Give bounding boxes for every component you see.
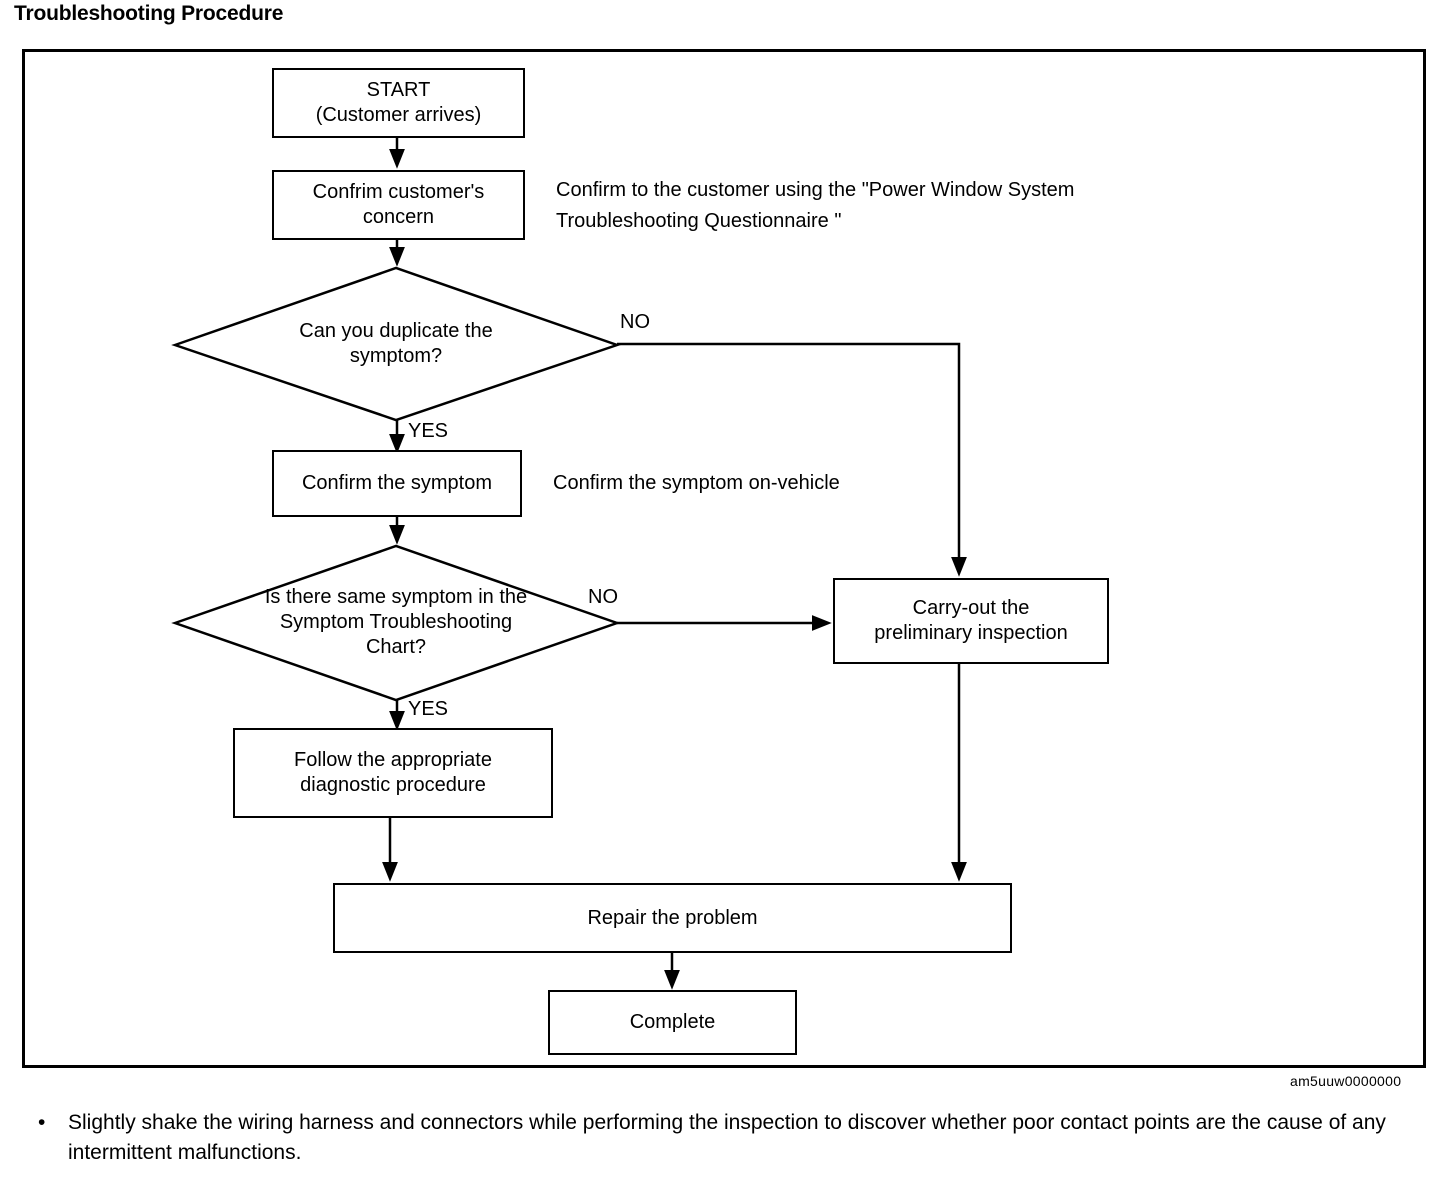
flowchart-frame <box>22 49 1426 1068</box>
node-start[interactable]: START (Customer arrives) <box>272 68 525 138</box>
annotation-concern-note: Confirm to the customer using the "Power… <box>556 179 1075 232</box>
node-confirm-concern[interactable]: Confrim customer's concern <box>272 170 525 240</box>
node-confirm-symptom[interactable]: Confirm the symptom <box>272 450 522 517</box>
edge-duplicate-no <box>617 342 967 577</box>
decision-shape-same-symptom-chart <box>171 544 621 702</box>
decision-shape-duplicate-symptom <box>171 266 621 422</box>
edge-label-chart-no: NO <box>588 586 618 608</box>
annotation-symptom-note: Confirm the symptom on-vehicle <box>553 472 840 494</box>
node-repair-problem[interactable]: Repair the problem <box>333 883 1012 953</box>
page-title: Troubleshooting Procedure <box>14 2 284 25</box>
bullet-icon: • <box>38 1111 46 1134</box>
node-complete[interactable]: Complete <box>548 990 797 1055</box>
list-item: • Slightly shake the wiring harness and … <box>30 1108 1430 1168</box>
edge-label-duplicate-no: NO <box>620 311 650 333</box>
node-preliminary-inspection[interactable]: Carry-out the preliminary inspection <box>833 578 1109 664</box>
note-text: Slightly shake the wiring harness and co… <box>68 1111 1386 1164</box>
edge-label-chart-yes: YES <box>408 698 449 720</box>
edge-label-duplicate-yes: YES <box>408 420 449 442</box>
node-follow-diagnostic[interactable]: Follow the appropriate diagnostic proced… <box>233 728 553 818</box>
reference-code: am5uuw0000000 <box>1290 1073 1402 1089</box>
notes-list: • Slightly shake the wiring harness and … <box>30 1108 1430 1168</box>
